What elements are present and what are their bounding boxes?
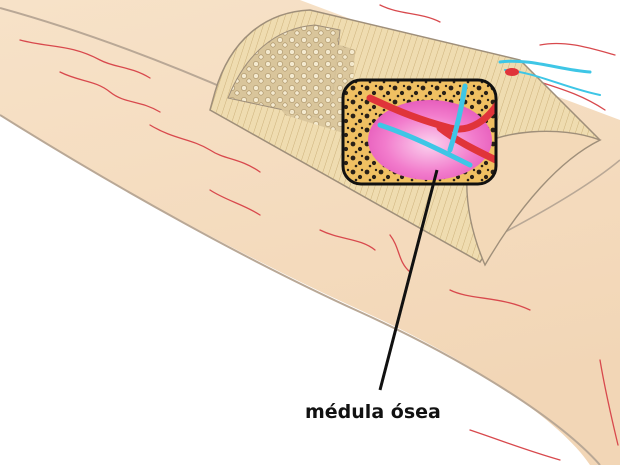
spongy-region <box>262 43 355 135</box>
skin-vessels <box>19 4 619 461</box>
marrow-label: médula ósea <box>305 401 441 423</box>
limb-outline-top <box>0 7 241 96</box>
marrow-window <box>341 78 498 186</box>
entering-vessels <box>498 59 601 96</box>
limb-outline-bottom <box>0 114 601 465</box>
marrow-core <box>368 100 492 180</box>
vein <box>377 83 473 168</box>
bone-cortex-right <box>466 130 602 267</box>
window-frame <box>341 78 498 186</box>
leader-line <box>378 169 439 391</box>
artery <box>366 94 496 166</box>
